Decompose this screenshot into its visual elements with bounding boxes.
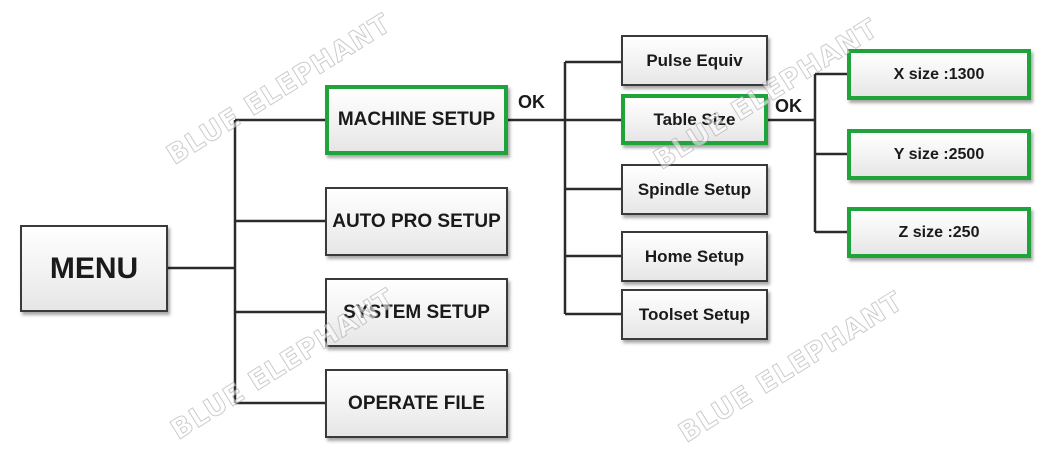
z-size-label: Z size :250	[898, 223, 980, 241]
system-setup-box[interactable]: SYSTEM SETUP	[325, 278, 508, 347]
spindle-setup-box[interactable]: Spindle Setup	[621, 164, 768, 215]
menu-label: MENU	[49, 251, 139, 285]
system-setup-label: SYSTEM SETUP	[343, 301, 490, 323]
pulse-equiv-box[interactable]: Pulse Equiv	[621, 35, 768, 86]
operate-file-label: OPERATE FILE	[348, 392, 485, 414]
y-size-box[interactable]: Y size :2500	[847, 129, 1031, 180]
machine-setup-label: MACHINE SETUP	[337, 109, 496, 130]
table-size-box[interactable]: Table Size	[621, 94, 768, 145]
home-setup-label: Home Setup	[644, 246, 745, 266]
pulse-equiv-label: Pulse Equiv	[646, 50, 743, 70]
menu-box[interactable]: MENU	[20, 225, 168, 312]
spindle-setup-label: Spindle Setup	[637, 179, 752, 199]
ok-label-table-size: OK	[775, 96, 802, 116]
home-setup-box[interactable]: Home Setup	[621, 231, 768, 282]
toolset-setup-box[interactable]: Toolset Setup	[621, 289, 768, 340]
x-size-label: X size :1300	[893, 65, 985, 83]
operate-file-box[interactable]: OPERATE FILE	[325, 369, 508, 438]
table-size-label: Table Size	[653, 109, 736, 129]
z-size-box[interactable]: Z size :250	[847, 207, 1031, 258]
auto-pro-setup-label: AUTO PRO SETUP	[332, 210, 501, 232]
y-size-label: Y size :2500	[893, 145, 985, 163]
machine-setup-box[interactable]: MACHINE SETUP	[325, 85, 508, 155]
ok-label-machine-setup: OK	[518, 92, 545, 112]
toolset-setup-label: Toolset Setup	[638, 304, 751, 324]
auto-pro-setup-box[interactable]: AUTO PRO SETUP	[325, 187, 508, 256]
x-size-box[interactable]: X size :1300	[847, 49, 1031, 100]
